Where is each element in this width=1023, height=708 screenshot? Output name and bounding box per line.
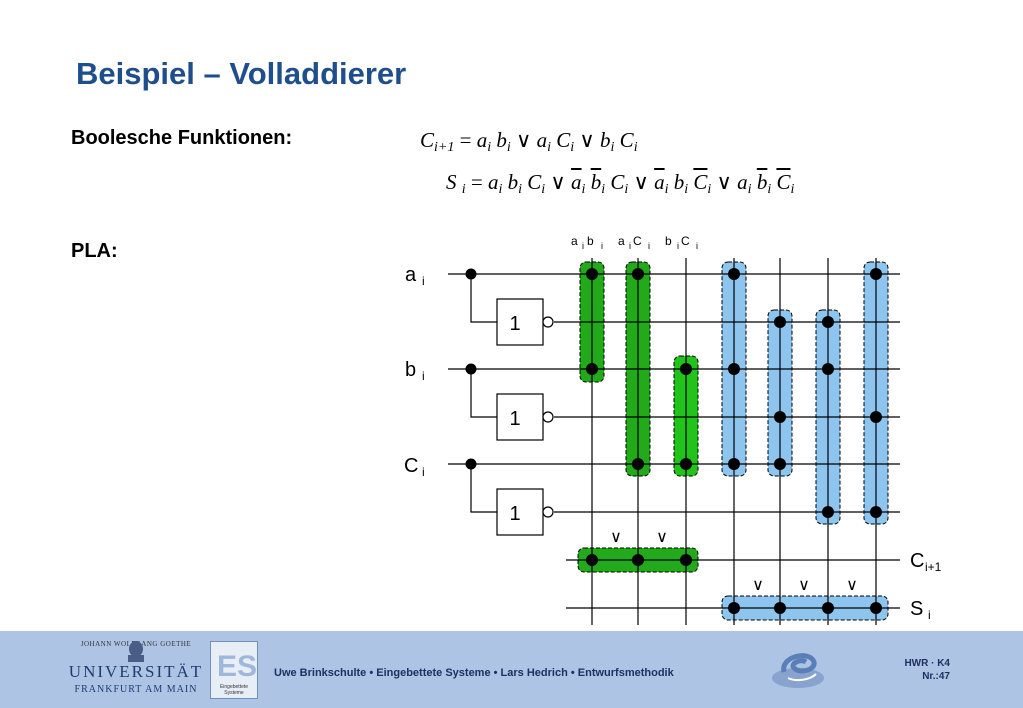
page-chapter: HWR · K4: [904, 658, 950, 669]
col3-c: C: [681, 234, 690, 248]
inverter-a-label: 1: [509, 313, 520, 335]
sum-formula: S i = ai bi Ci ∨ ai bi Ci ∨ ai bi Ci ∨ a…: [446, 170, 795, 197]
pla-label: PLA:: [71, 240, 118, 262]
col2-a: a: [618, 234, 625, 248]
inverter-b: [496, 393, 544, 441]
connection-dots: [465, 268, 882, 614]
page-title: Beispiel – Volladdierer: [76, 56, 407, 91]
input-b-sub: i: [422, 369, 425, 383]
product-term-highlights: [577, 261, 889, 621]
col2-c-sub: i: [648, 241, 650, 251]
university-city: FRANKFURT AM MAIN: [74, 684, 198, 695]
input-c-sub: i: [422, 465, 425, 479]
carry-formula: Ci+1 = ai bi ∨ ai Ci ∨ bi Ci: [420, 128, 638, 155]
inverter-c-label: 1: [509, 503, 520, 525]
output-sum-label: S: [910, 598, 923, 620]
output-carry-sub: i+1: [925, 560, 942, 574]
col1-a: a: [571, 234, 578, 248]
col2-c: C: [633, 234, 642, 248]
inverter-a-bubble: [542, 316, 554, 328]
or-symbol-2: ∨: [656, 529, 668, 546]
footer-bar: [0, 631, 1023, 708]
hedrich-swirl-logo: [772, 653, 824, 688]
university-logo: JOHANN WOLFGANG GOETHE UNIVERSITÄT FRANK…: [68, 640, 204, 700]
or-symbol-4: ∨: [798, 577, 810, 594]
input-c-label: C: [404, 455, 418, 477]
col3-c-sub: i: [696, 241, 698, 251]
input-b-label: b: [405, 359, 416, 381]
or-symbol-3: ∨: [752, 577, 764, 594]
goethe-portrait-icon: [128, 641, 144, 662]
or-symbol-5: ∨: [846, 577, 858, 594]
col1-b: b: [587, 234, 594, 248]
output-carry-label: C: [910, 550, 924, 572]
col2-a-sub: i: [629, 241, 631, 251]
inverter-b-bubble: [542, 411, 554, 423]
input-a-sub: i: [422, 274, 425, 288]
input-a-label: a: [405, 264, 417, 286]
pla-diagram: 1 1 1 a i b i C i a i b i: [404, 234, 942, 625]
col1-b-sub: i: [601, 241, 603, 251]
university-name: UNIVERSITÄT: [68, 662, 204, 681]
output-sum-sub: i: [928, 608, 931, 622]
boolean-functions-label: Boolesche Funktionen:: [71, 127, 293, 149]
footer-credits: Uwe Brinkschulte • Eingebettete Systeme …: [274, 667, 674, 679]
es-logo-text: ES: [217, 650, 258, 683]
col3-b-sub: i: [677, 241, 679, 251]
col1-a-sub: i: [582, 241, 584, 251]
inverter-c-bubble: [542, 506, 554, 518]
inverters: [496, 298, 554, 536]
or-symbol-1: ∨: [610, 529, 622, 546]
es-logo: ES Eingebettete Systeme: [210, 641, 258, 699]
inverter-a: [496, 298, 544, 346]
page-number: Nr.:47: [922, 671, 950, 682]
inverter-c: [496, 488, 544, 536]
es-logo-caption: Eingebettete Systeme: [219, 684, 249, 696]
inverter-b-label: 1: [509, 408, 520, 430]
col3-b: b: [665, 234, 672, 248]
